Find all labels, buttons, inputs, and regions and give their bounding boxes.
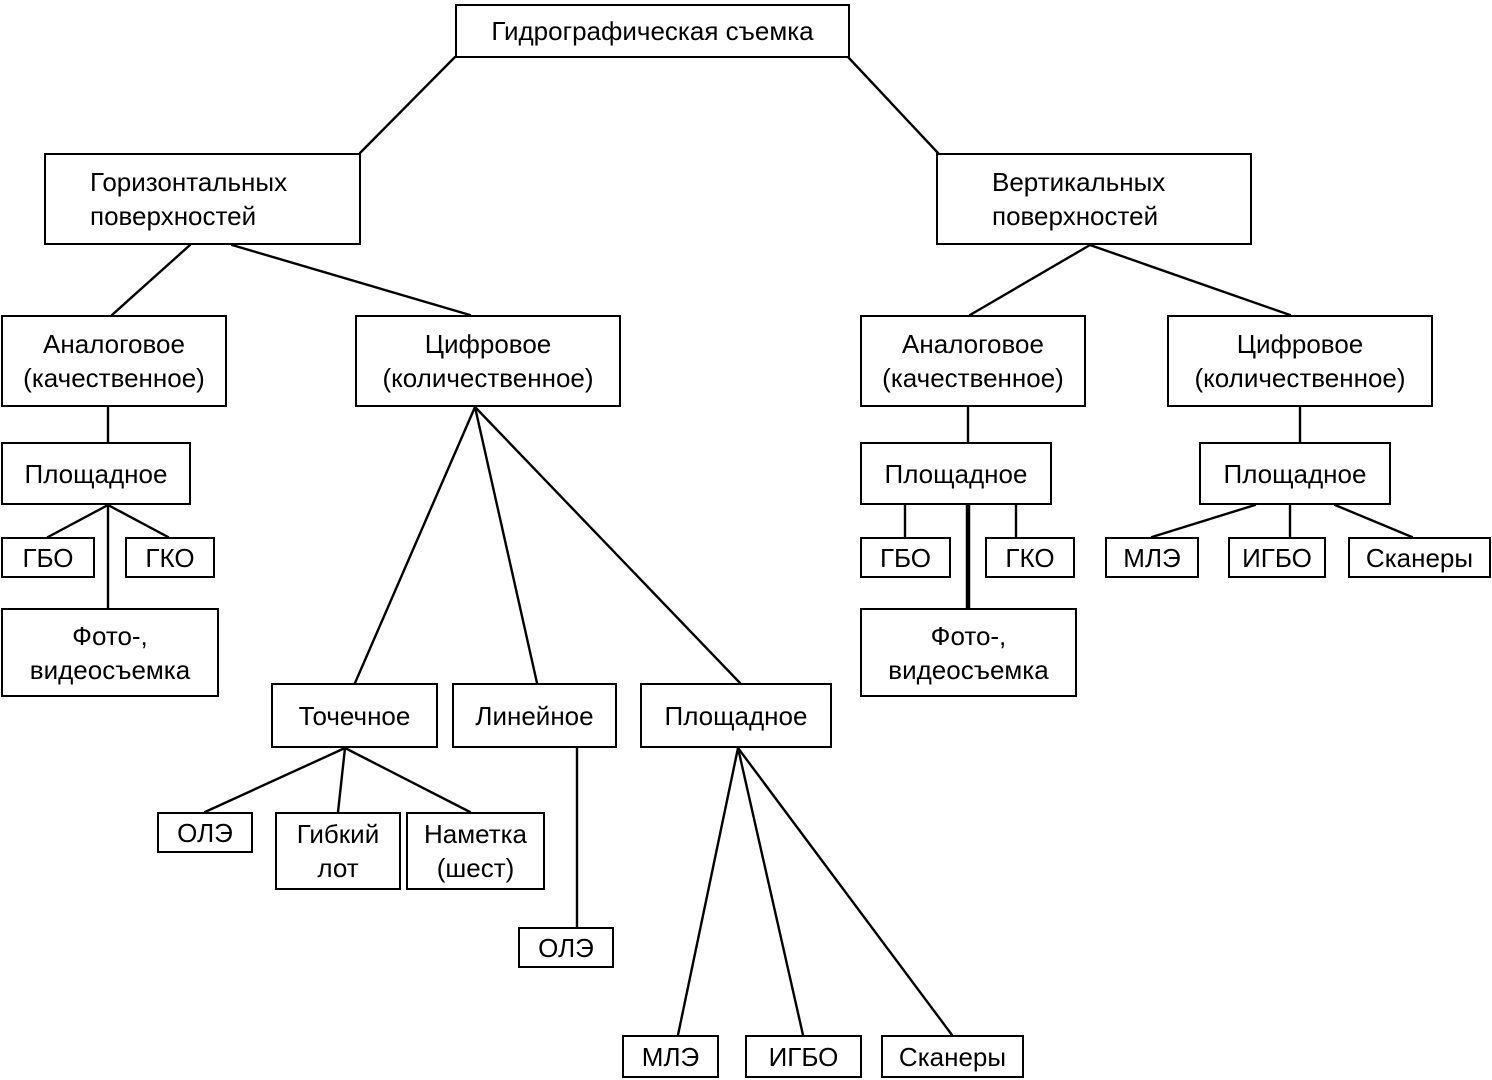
node-h-gbo: ГБО <box>1 537 95 578</box>
node-vertical-surfaces: Вертикальных поверхностей <box>936 153 1252 245</box>
connector-h-area-gko <box>106 503 170 539</box>
connector-point-lead <box>336 746 347 814</box>
node-h-linear: Линейное <box>452 683 617 748</box>
connector-h-darea-igbo <box>736 746 805 1037</box>
connector-root-vert <box>846 55 940 155</box>
node-v-digital-area: Площадное <box>1199 442 1391 505</box>
node-v-mle: МЛЭ <box>1105 537 1199 578</box>
node-h-analog: Аналоговое (качественное) <box>1 315 227 407</box>
node-h-flexible-lead: Гибкий лот <box>275 812 401 890</box>
node-v-scanners: Сканеры <box>1348 537 1491 578</box>
node-v-analog: Аналоговое (качественное) <box>860 315 1086 407</box>
node-h-mle: МЛЭ <box>622 1035 719 1078</box>
node-h-sounding-pole: Наметка (шест) <box>406 812 545 890</box>
connector-h-darea-mle <box>676 746 740 1037</box>
connector-horiz-digital <box>230 243 472 317</box>
connector-h-digital-linear <box>473 405 539 685</box>
connector-h-area-gbo <box>46 503 110 539</box>
node-hydrographic-survey: Гидрографическая съемка <box>455 4 850 58</box>
node-h-ole-linear: ОЛЭ <box>518 927 614 968</box>
node-v-gko: ГКО <box>985 537 1075 578</box>
node-v-photo: Фото-, видеосъемка <box>860 608 1077 697</box>
node-h-ole-point: ОЛЭ <box>157 812 253 853</box>
node-h-photo: Фото-, видеосъемка <box>1 608 219 697</box>
connector-h-darea-scan <box>736 746 954 1037</box>
node-h-gko: ГКО <box>125 537 215 578</box>
node-h-analog-area: Площадное <box>1 442 191 505</box>
node-v-digital: Цифровое (количественное) <box>1167 315 1433 407</box>
connector-vert-analog <box>968 243 1092 317</box>
connector-h-digital-point <box>353 405 477 685</box>
connector-point-pole <box>343 746 472 814</box>
node-h-digital: Цифровое (количественное) <box>355 315 621 407</box>
connector-v-darea-scan <box>1333 503 1414 539</box>
node-h-scanners: Сканеры <box>881 1035 1024 1078</box>
node-h-digital-area: Площадное <box>640 683 832 748</box>
node-h-point: Точечное <box>271 683 438 748</box>
connector-vert-digital <box>1088 243 1292 317</box>
connector-h-digital-area <box>473 405 742 685</box>
node-v-gbo: ГБО <box>860 537 951 578</box>
node-horizontal-surfaces: Горизонтальных поверхностей <box>44 153 361 245</box>
node-h-igbo: ИГБО <box>745 1035 862 1078</box>
connector-horiz-analog <box>110 243 192 317</box>
node-v-igbo: ИГБО <box>1228 537 1326 578</box>
connector-root-horiz <box>358 55 457 155</box>
node-v-analog-area: Площадное <box>860 442 1052 505</box>
connector-point-ole <box>203 746 347 814</box>
connector-v-darea-mle <box>1150 503 1257 539</box>
